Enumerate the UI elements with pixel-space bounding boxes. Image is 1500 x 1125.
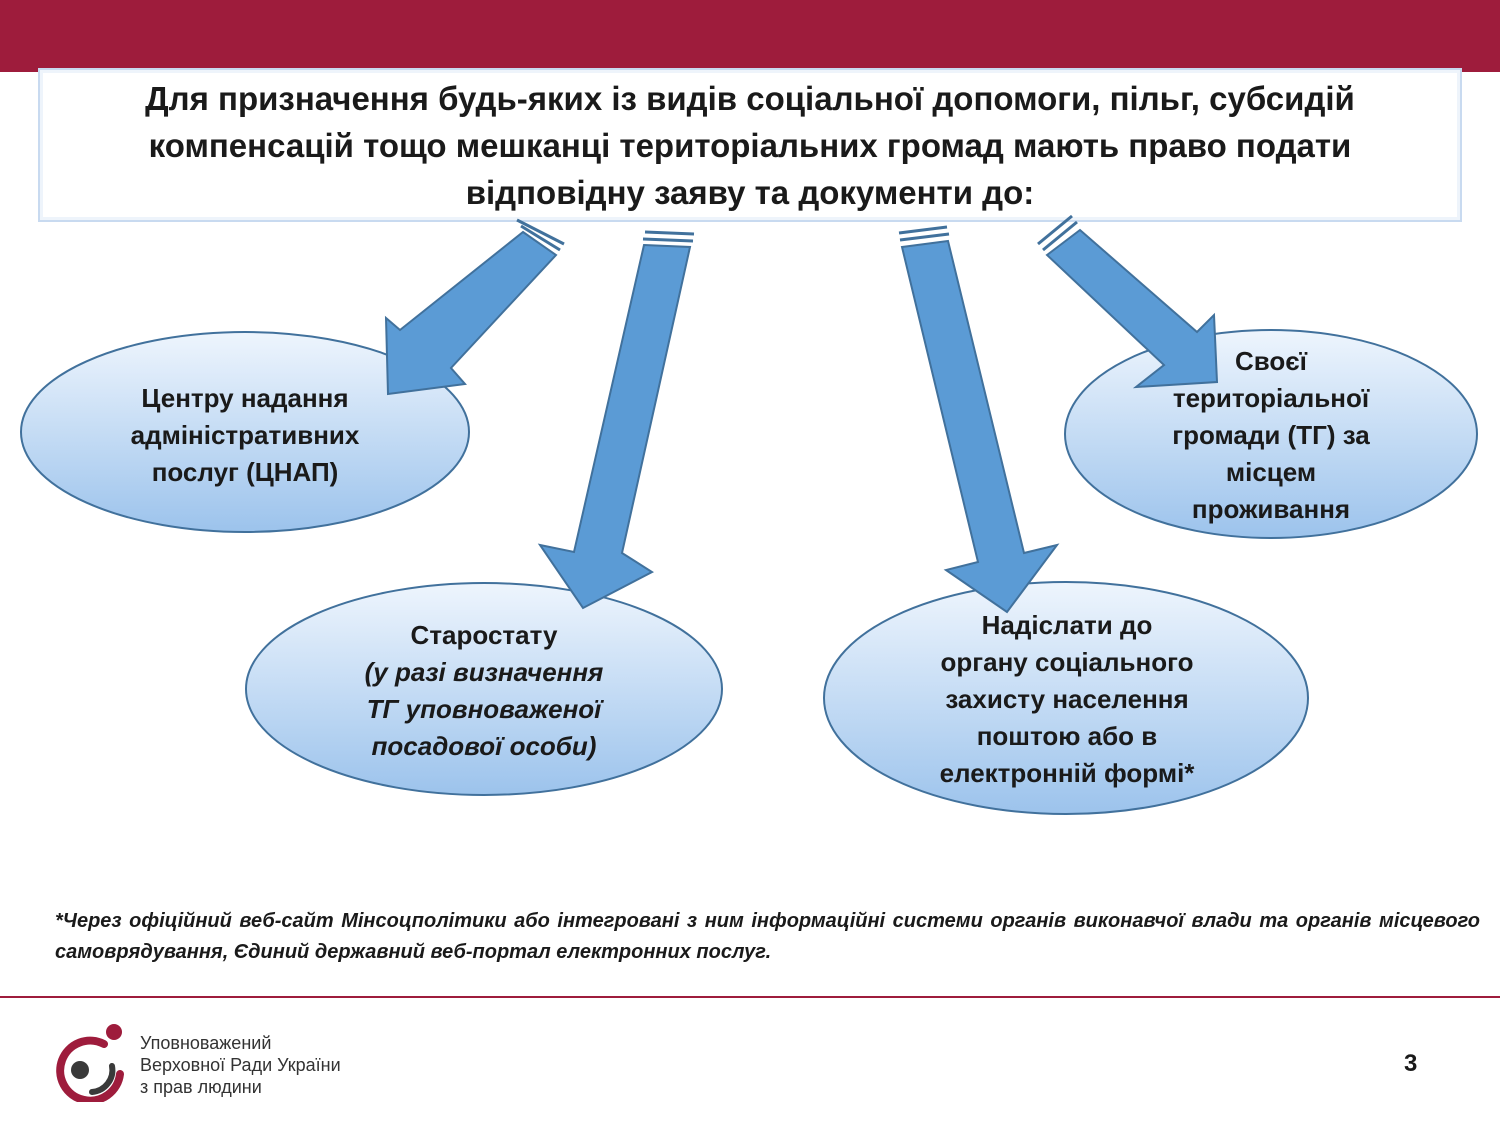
node-starostat-line-1: Старостату <box>410 620 558 650</box>
ellipse-starostat <box>245 582 723 796</box>
arrow-icon-community <box>1037 214 1219 389</box>
page-number: 3 <box>1404 1050 1418 1077</box>
node-community-line-2: територіальної <box>1172 383 1370 413</box>
ellipse-social <box>823 581 1309 815</box>
title-line-1: Для призначення будь-яких із видів соціа… <box>145 79 1355 117</box>
org-name-line-1: Уповноважений <box>140 1033 272 1053</box>
node-cnap-line-3: послуг (ЦНАП) <box>151 457 339 487</box>
title-line-2: компенсацій тощо мешканці територіальних… <box>148 126 1352 164</box>
title-text: Для призначення будь-яких із видів соціа… <box>125 75 1375 216</box>
node-starostat-line-4: посадової особи) <box>371 731 597 761</box>
node-starostat-line-2: (у разі визначення <box>364 657 604 687</box>
ombudsman-logo-icon <box>56 1024 124 1102</box>
title-box: Для призначення будь-яких із видів соціа… <box>38 68 1462 222</box>
node-social-line-1: Надіслати до <box>981 610 1153 640</box>
arrow-icon-social <box>898 225 1060 614</box>
org-name: Уповноважений Верховної Ради України з п… <box>140 1032 341 1098</box>
footnote: *Через офіційний веб-сайт Мінсоцполітики… <box>55 910 1480 963</box>
node-starostat: Старостату (у разі визначення ТГ уповнов… <box>304 617 664 765</box>
arrow-icon-starostat <box>537 230 695 610</box>
org-name-line-3: з прав людини <box>140 1077 262 1097</box>
node-social: Надіслати до органу соціального захисту … <box>887 607 1247 792</box>
node-community: Своєї територіальної громади (ТГ) за міс… <box>1111 343 1431 528</box>
node-community-line-4: місцем <box>1225 457 1317 487</box>
node-social-line-2: органу соціального <box>940 647 1194 677</box>
node-social-line-5: електронній формі* <box>939 758 1195 788</box>
node-social-line-4: поштою або в <box>976 721 1158 751</box>
node-cnap-line-2: адміністративних <box>130 420 360 450</box>
node-community-line-5: проживання <box>1191 494 1351 524</box>
node-cnap: Центру надання адміністративних послуг (… <box>85 380 405 491</box>
title-line-3: відповідну заяву та документи до: <box>465 173 1035 211</box>
node-cnap-line-1: Центру надання <box>141 383 349 413</box>
arrow-icon-cnap <box>384 218 565 396</box>
top-banner <box>0 0 1500 72</box>
org-name-line-2: Верховної Ради України <box>140 1055 341 1075</box>
ellipse-cnap <box>20 331 470 533</box>
node-community-line-1: Своєї <box>1235 346 1307 376</box>
footer-divider <box>0 996 1500 998</box>
node-community-line-3: громади (ТГ) за <box>1172 420 1370 450</box>
node-starostat-line-3: ТГ уповноваженої <box>366 694 602 724</box>
node-social-line-3: захисту населення <box>945 684 1189 714</box>
